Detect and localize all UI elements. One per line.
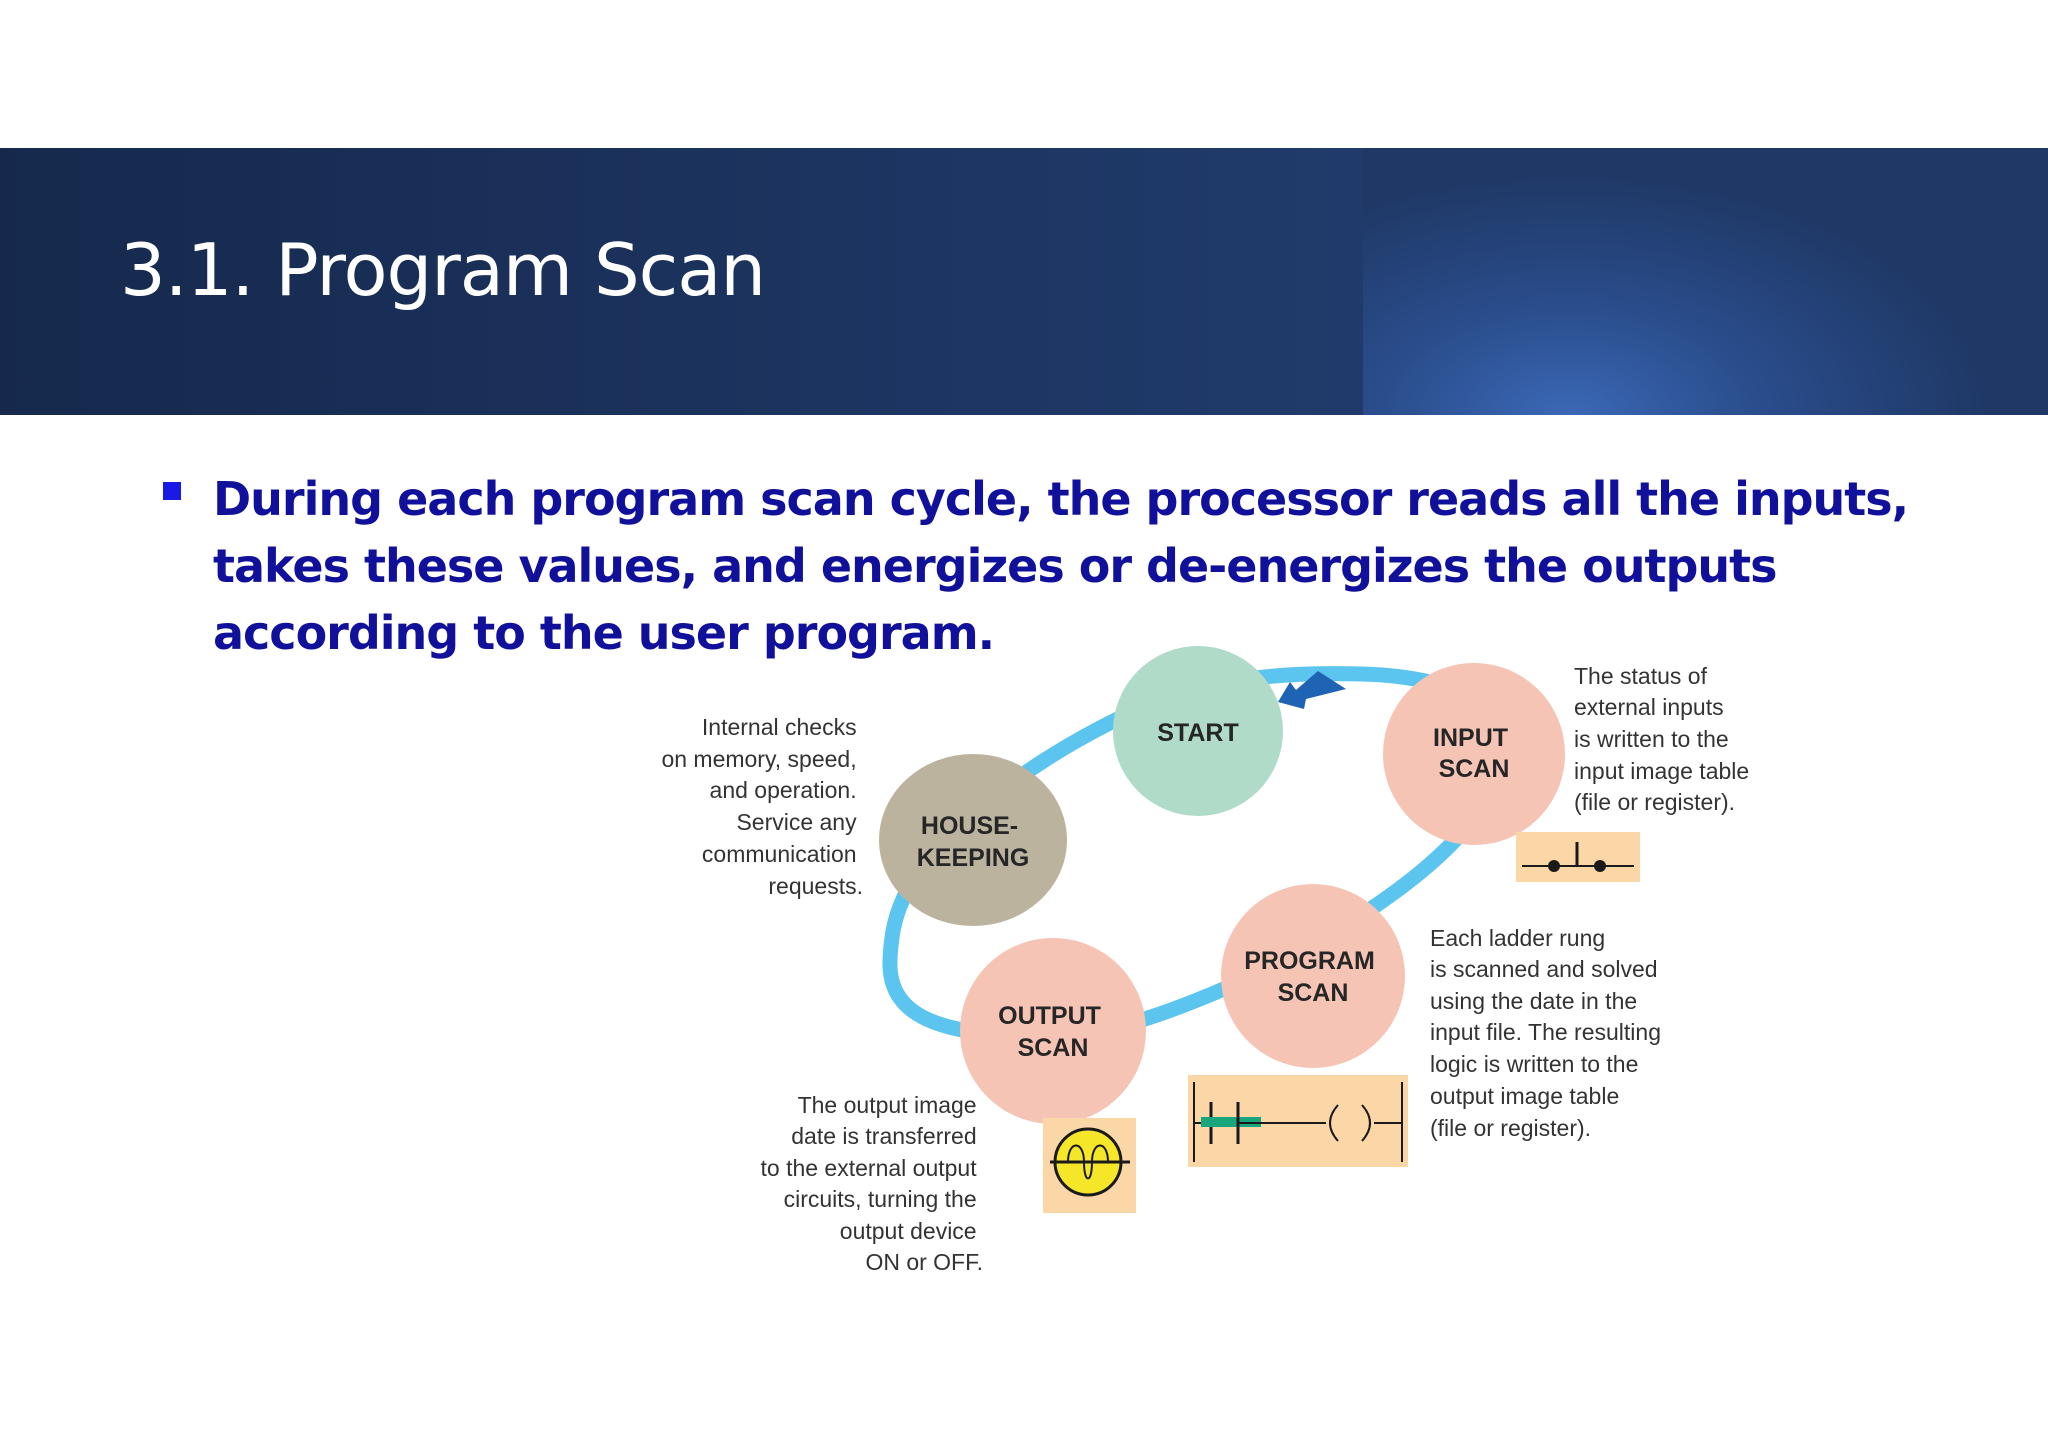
lamp-icon [1043, 1118, 1136, 1213]
program-scan-circle [1221, 884, 1405, 1068]
bullet-text: During each program scan cycle, the proc… [213, 472, 1909, 660]
start-label: START [1157, 719, 1238, 747]
svg-text:PROGRAM SCAN: PROGRAM SCAN [1244, 947, 1382, 1007]
title-banner [0, 148, 2048, 415]
output-scan-label-line2: SCAN [1018, 1034, 1089, 1062]
input-scan-node: INPUT SCAN [1383, 663, 1565, 845]
start-circle [1113, 646, 1283, 816]
direction-arrow-icon [1278, 671, 1346, 709]
input-scan-circle [1383, 663, 1565, 845]
output-scan-label-line1: OUTPUT [998, 1002, 1101, 1030]
banner-highlight [1363, 148, 2048, 415]
output-scan-node: OUTPUT SCAN [960, 938, 1146, 1124]
housekeeping-note: Internal checks on memory, speed, and op… [661, 714, 863, 899]
svg-text:OUTPUT SCAN: OUTPUT SCAN [998, 1002, 1108, 1062]
input-scan-label-line2: SCAN [1439, 755, 1510, 783]
pushbutton-switch-icon [1516, 832, 1640, 882]
input-note: The status of external inputs is written… [1574, 663, 1756, 815]
svg-text:START: START [1157, 719, 1238, 747]
slide-title: 3.1. Program Scan [120, 228, 766, 312]
output-scan-circle [960, 938, 1146, 1124]
ladder-rung-icon [1188, 1075, 1408, 1167]
housekeeping-label-line1: HOUSE- [921, 812, 1018, 840]
program-scan-label-line1: PROGRAM [1244, 947, 1375, 975]
start-node: START [1113, 646, 1283, 816]
bullet-marker [163, 482, 181, 500]
svg-text:HOUSE- KEEPING: HOUSE- KEEPING [917, 812, 1030, 872]
svg-text:INPUT SCAN: INPUT SCAN [1433, 724, 1515, 783]
program-scan-label-line2: SCAN [1278, 979, 1349, 1007]
program-scan-node: PROGRAM SCAN [1221, 884, 1405, 1068]
input-scan-label-line1: INPUT [1433, 724, 1508, 752]
housekeeping-node: HOUSE- KEEPING [879, 754, 1067, 926]
housekeeping-circle [879, 754, 1067, 926]
housekeeping-label-line2: KEEPING [917, 844, 1030, 872]
program-note: Each ladder rung is scanned and solved u… [1430, 925, 1667, 1141]
output-note: The output image date is transferred to … [761, 1092, 984, 1275]
